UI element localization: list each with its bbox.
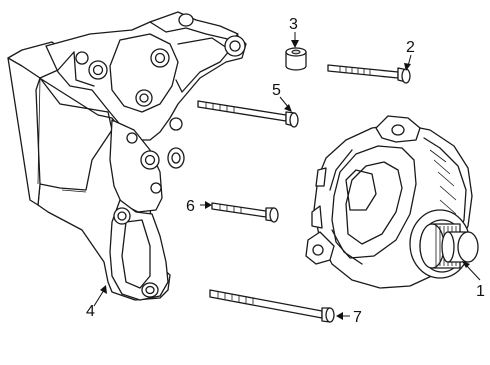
bolt-2 (327, 64, 411, 84)
callout-6-label: 6 (186, 198, 195, 215)
spacer (285, 47, 307, 71)
bolt-6 (211, 202, 279, 223)
callout-2: 2 (404, 39, 415, 71)
callout-4: 4 (86, 285, 107, 320)
callout-4-label: 4 (86, 303, 95, 320)
callout-1-label: 1 (476, 283, 485, 300)
callout-3: 3 (289, 16, 299, 48)
callout-7-label: 7 (353, 309, 362, 326)
callout-1: 1 (462, 261, 485, 300)
callout-3-label: 3 (289, 16, 298, 33)
callout-5: 5 (272, 82, 292, 112)
mounting-bracket (7, 11, 247, 301)
bolt-7 (209, 289, 335, 323)
bolt-5 (197, 100, 299, 128)
callout-2-label: 2 (406, 39, 415, 56)
alternator (305, 115, 479, 289)
callout-7: 7 (336, 309, 362, 326)
callout-6: 6 (186, 198, 212, 215)
callout-5-label: 5 (272, 82, 281, 99)
